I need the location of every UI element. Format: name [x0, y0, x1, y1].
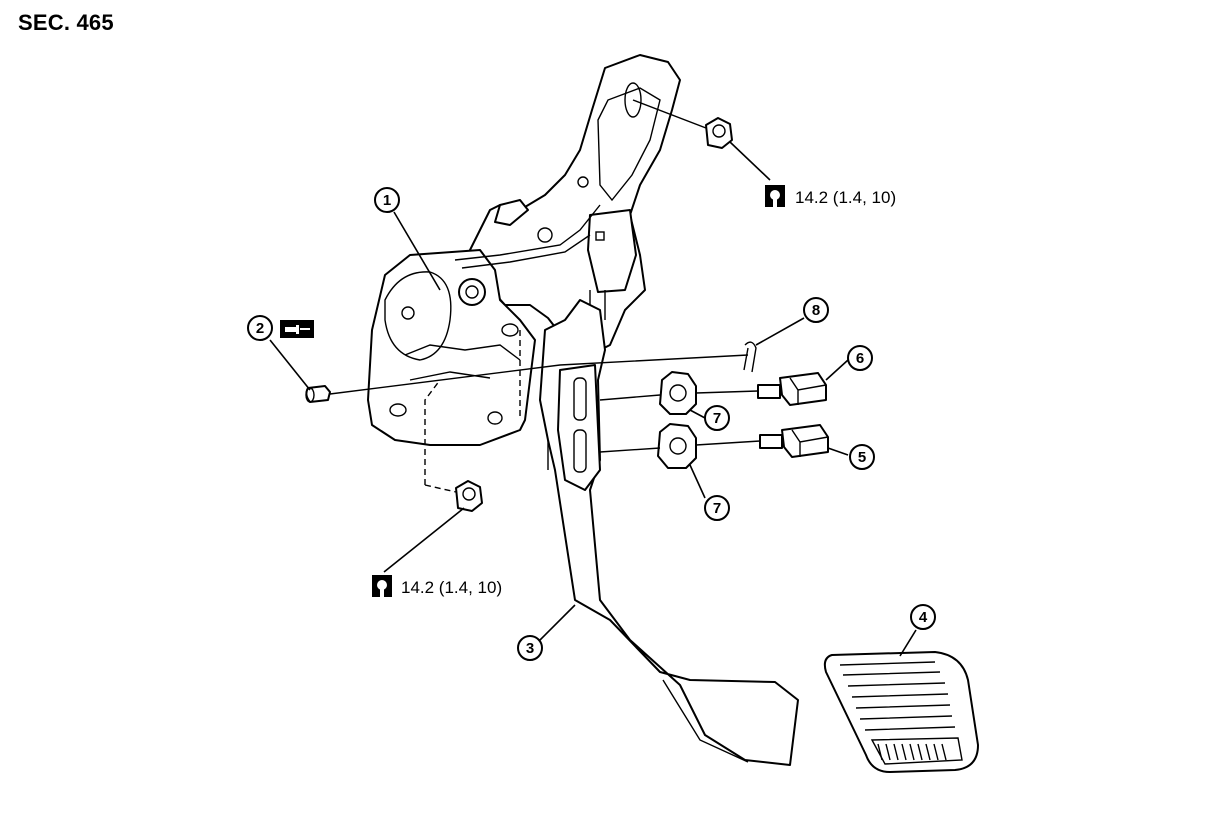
pedal-arm — [539, 299, 799, 766]
svg-text:4: 4 — [919, 609, 928, 626]
callout-7-upper: 7 — [704, 405, 730, 431]
callout-6: 6 — [847, 345, 873, 371]
section-label: SEC. 465 — [18, 10, 114, 35]
callout-8: 8 — [803, 297, 829, 323]
pedal-bracket — [367, 54, 681, 446]
clevis-pin — [305, 385, 331, 403]
callout-5: 5 — [849, 444, 875, 470]
torque-wrench-icon — [765, 185, 785, 207]
svg-text:5: 5 — [858, 449, 866, 466]
svg-text:3: 3 — [526, 640, 534, 657]
nut-upper — [705, 117, 733, 149]
switch-5 — [759, 424, 829, 458]
snap-pin — [743, 341, 757, 373]
svg-text:7: 7 — [713, 500, 721, 517]
callout-7-lower: 7 — [704, 495, 730, 521]
switch-6 — [757, 372, 827, 406]
svg-text:2: 2 — [256, 320, 264, 337]
svg-text:1: 1 — [383, 192, 391, 209]
torque-value-lower: 14.2 (1.4, 10) — [401, 578, 502, 597]
svg-text:8: 8 — [812, 302, 820, 319]
torque-value-upper: 14.2 (1.4, 10) — [795, 188, 896, 207]
callout-4: 4 — [910, 604, 936, 630]
svg-text:6: 6 — [856, 350, 864, 367]
clip-upper — [659, 371, 697, 415]
clip-lower — [657, 423, 697, 469]
svg-text:7: 7 — [713, 410, 721, 427]
torque-wrench-icon — [372, 575, 392, 597]
nut-lower — [455, 480, 483, 512]
callout-1: 1 — [374, 187, 400, 213]
callout-3: 3 — [517, 635, 543, 661]
pedal-pad — [823, 651, 979, 773]
callout-2: 2 — [247, 315, 273, 341]
grease-apply-icon — [280, 320, 314, 338]
